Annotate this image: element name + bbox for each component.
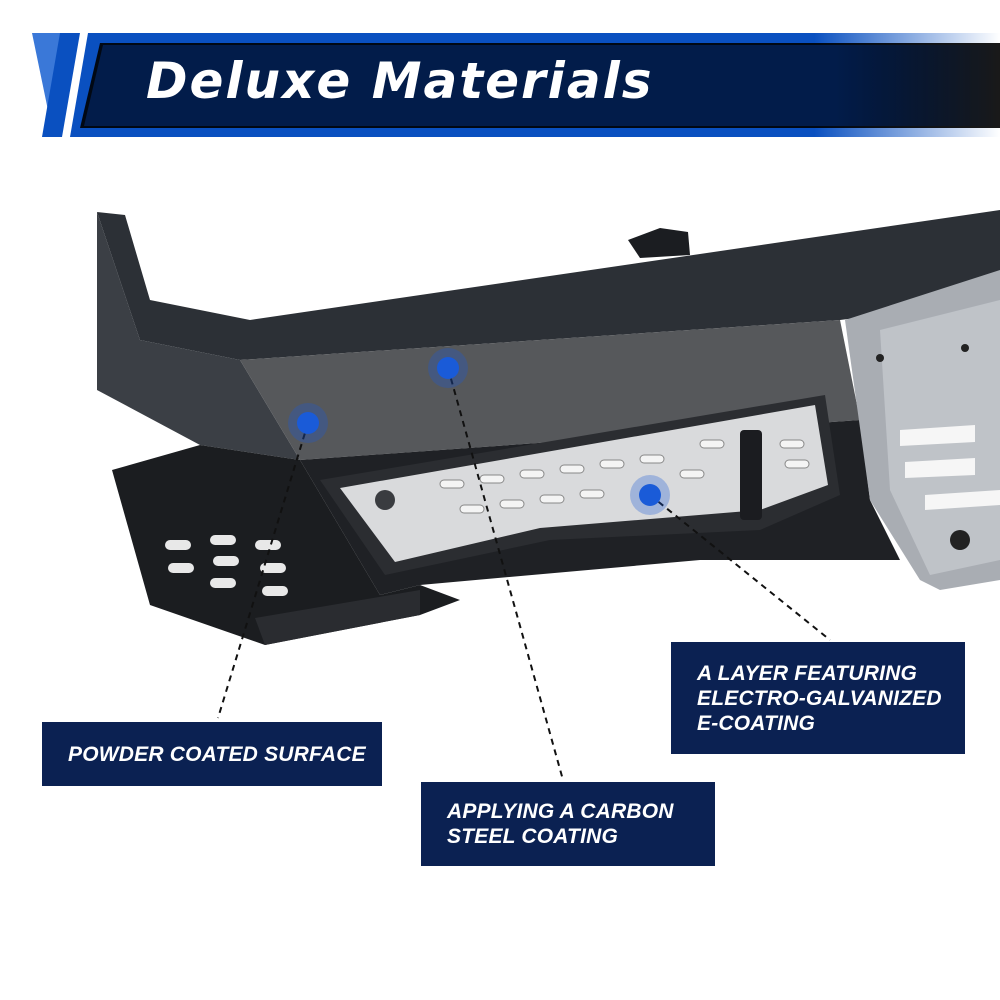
callout-carbon-steel: APPLYING A CARBON STEEL COATING [421,782,715,866]
callout-line: POWDER COATED SURFACE [68,742,366,766]
page-title: Deluxe Materials [146,52,654,110]
callout-e-coating: A LAYER FEATURING ELECTRO-GALVANIZED E-C… [671,642,965,754]
callout-line: ELECTRO-GALVANIZED [697,686,942,710]
callout-line: E-COATING [697,711,816,735]
callout-dots [288,348,670,515]
header-banner [32,33,1000,137]
callout-powder-coated: POWDER COATED SURFACE [42,722,382,786]
callout-line: STEEL COATING [447,825,618,848]
callout-line: APPLYING A CARBON [447,800,674,823]
callout-line: A LAYER FEATURING [697,661,918,685]
